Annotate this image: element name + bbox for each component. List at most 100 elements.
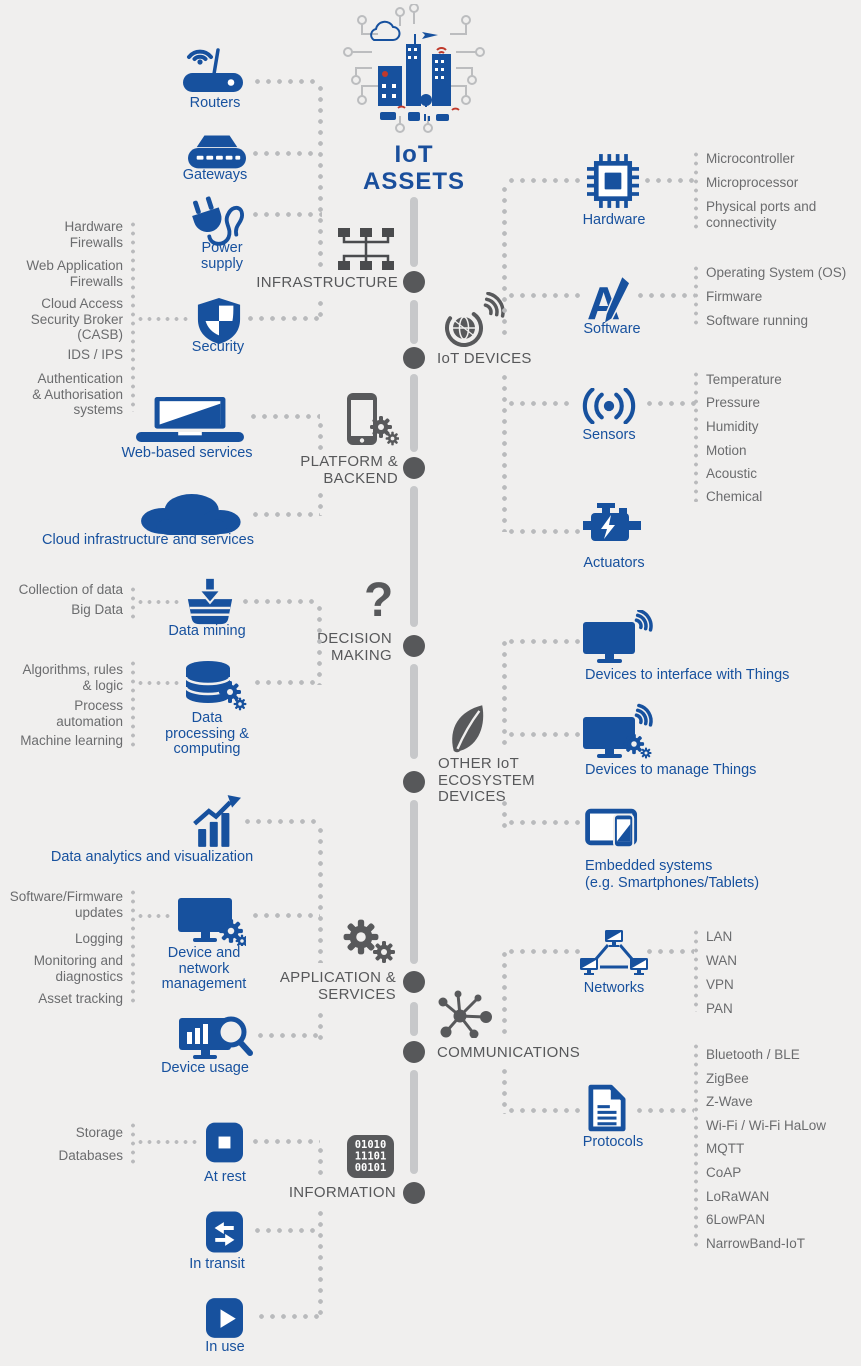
spine-segment (410, 374, 418, 452)
label-routers: Routers (189, 95, 241, 111)
connector (131, 888, 135, 1004)
connector (240, 599, 320, 604)
label-hardware: Hardware (582, 212, 646, 228)
connector (136, 1140, 198, 1144)
spine-segment (410, 800, 418, 964)
connector (255, 1033, 320, 1038)
connector (250, 913, 320, 918)
connector (502, 372, 507, 532)
sub-logging: Logging (74, 931, 123, 946)
spine-node-information (403, 1182, 425, 1204)
label-security: Security (191, 339, 245, 355)
laptop-icon (136, 397, 244, 442)
connector (136, 600, 182, 604)
spine-node-decision (403, 635, 425, 657)
connector (694, 370, 698, 502)
label-infrastructure: INFRASTRUCTURE (256, 274, 398, 291)
connector (252, 1228, 318, 1233)
sub-waf: Web Application Firewalls (26, 258, 123, 289)
cloud-icon (141, 494, 241, 535)
connector (506, 949, 582, 954)
sub-temperature: Temperature (706, 372, 782, 387)
sub-pan: PAN (706, 1001, 733, 1016)
gears-icon (343, 919, 395, 963)
transfer-arrows-icon (206, 1211, 243, 1253)
label-embedded-systems: Embedded systems (e.g. Smartphones/Table… (585, 858, 760, 891)
label-iot-devices: IoT DEVICES (437, 350, 532, 367)
connector (250, 151, 320, 156)
globe-signal-icon (445, 292, 505, 347)
spine-node-other-devices (403, 771, 425, 793)
label-data-analytics: Data analytics and visualization (50, 849, 254, 865)
connector (694, 150, 698, 230)
label-protocols: Protocols (582, 1134, 644, 1150)
binary-line: 00101 (355, 1162, 387, 1174)
label-application-services: APPLICATION & SERVICES (279, 969, 396, 1003)
label-data-processing: Data processing & computing (165, 710, 249, 757)
play-icon (206, 1298, 243, 1338)
sub-process-automation: Process automation (56, 698, 123, 729)
label-data-mining: Data mining (168, 623, 246, 639)
label-in-use: In use (205, 1339, 245, 1355)
power-plug-icon (192, 196, 245, 246)
spine-node-infrastructure (403, 271, 425, 293)
monitor-gears-icon (178, 898, 246, 946)
label-interface-things: Devices to interface with Things (585, 667, 790, 683)
connector (131, 659, 135, 751)
connector (506, 732, 580, 737)
sub-microprocessor: Microprocessor (706, 175, 799, 190)
connector (318, 83, 323, 267)
sub-chemical: Chemical (706, 489, 763, 504)
label-software: Software (583, 321, 641, 337)
connector (318, 490, 323, 516)
connector (131, 585, 135, 621)
molecule-icon (438, 990, 492, 1038)
label-sensors: Sensors (582, 427, 636, 443)
shield-icon (197, 298, 241, 344)
sub-big-data: Big Data (71, 602, 123, 617)
connector (250, 212, 322, 217)
sub-mqtt: MQTT (706, 1141, 745, 1156)
label-platform-backend: PLATFORM & BACKEND (300, 453, 398, 487)
stop-square-icon (206, 1122, 243, 1163)
sub-operating-system: Operating System (OS) (706, 265, 847, 280)
engine-icon (583, 503, 641, 541)
sub-microcontroller: Microcontroller (706, 151, 795, 166)
sub-auth-systems: Authentication & Authorisation systems (32, 371, 123, 417)
connector (506, 293, 582, 298)
label-other-devices: OTHER IoT ECOSYSTEM DEVICES (438, 755, 535, 805)
label-information: INFORMATION (288, 1184, 396, 1201)
connector (245, 316, 320, 321)
smart-city-icon (343, 4, 485, 133)
spine-node-communications (403, 1041, 425, 1063)
sub-software-running: Software running (706, 313, 809, 328)
connector (318, 1010, 323, 1040)
connector (506, 1108, 586, 1113)
connector (694, 1042, 698, 1250)
database-gears-icon (184, 661, 247, 711)
binary-line: 11101 (355, 1151, 387, 1163)
spine-node-application (403, 971, 425, 993)
sub-collection-of-data: Collection of data (18, 582, 123, 597)
sub-pressure: Pressure (706, 395, 761, 410)
sub-motion: Motion (706, 443, 747, 458)
spine-segment (410, 1002, 418, 1036)
page-title: IoT ASSETS (362, 141, 466, 195)
sub-ids-ips: IDS / IPS (67, 347, 123, 362)
spine-segment (410, 486, 418, 627)
sub-databases: Databases (58, 1148, 123, 1163)
sub-wan: WAN (706, 953, 737, 968)
connector (642, 178, 696, 183)
network-switch-icon (338, 228, 394, 270)
connector (318, 298, 323, 318)
sub-narrowband: NarrowBand-IoT (706, 1236, 806, 1251)
basket-arrow-icon (187, 577, 233, 625)
letter-a-pencil-icon: A (587, 274, 631, 326)
gateway-icon (188, 135, 246, 169)
sub-monitoring: Monitoring and diagnostics (33, 953, 123, 984)
sub-humidity: Humidity (706, 419, 759, 434)
sub-bluetooth: Bluetooth / BLE (706, 1047, 800, 1062)
sub-machine-learning: Machine learning (20, 733, 123, 748)
leaf-icon (452, 705, 484, 753)
label-in-transit: In transit (189, 1256, 245, 1272)
